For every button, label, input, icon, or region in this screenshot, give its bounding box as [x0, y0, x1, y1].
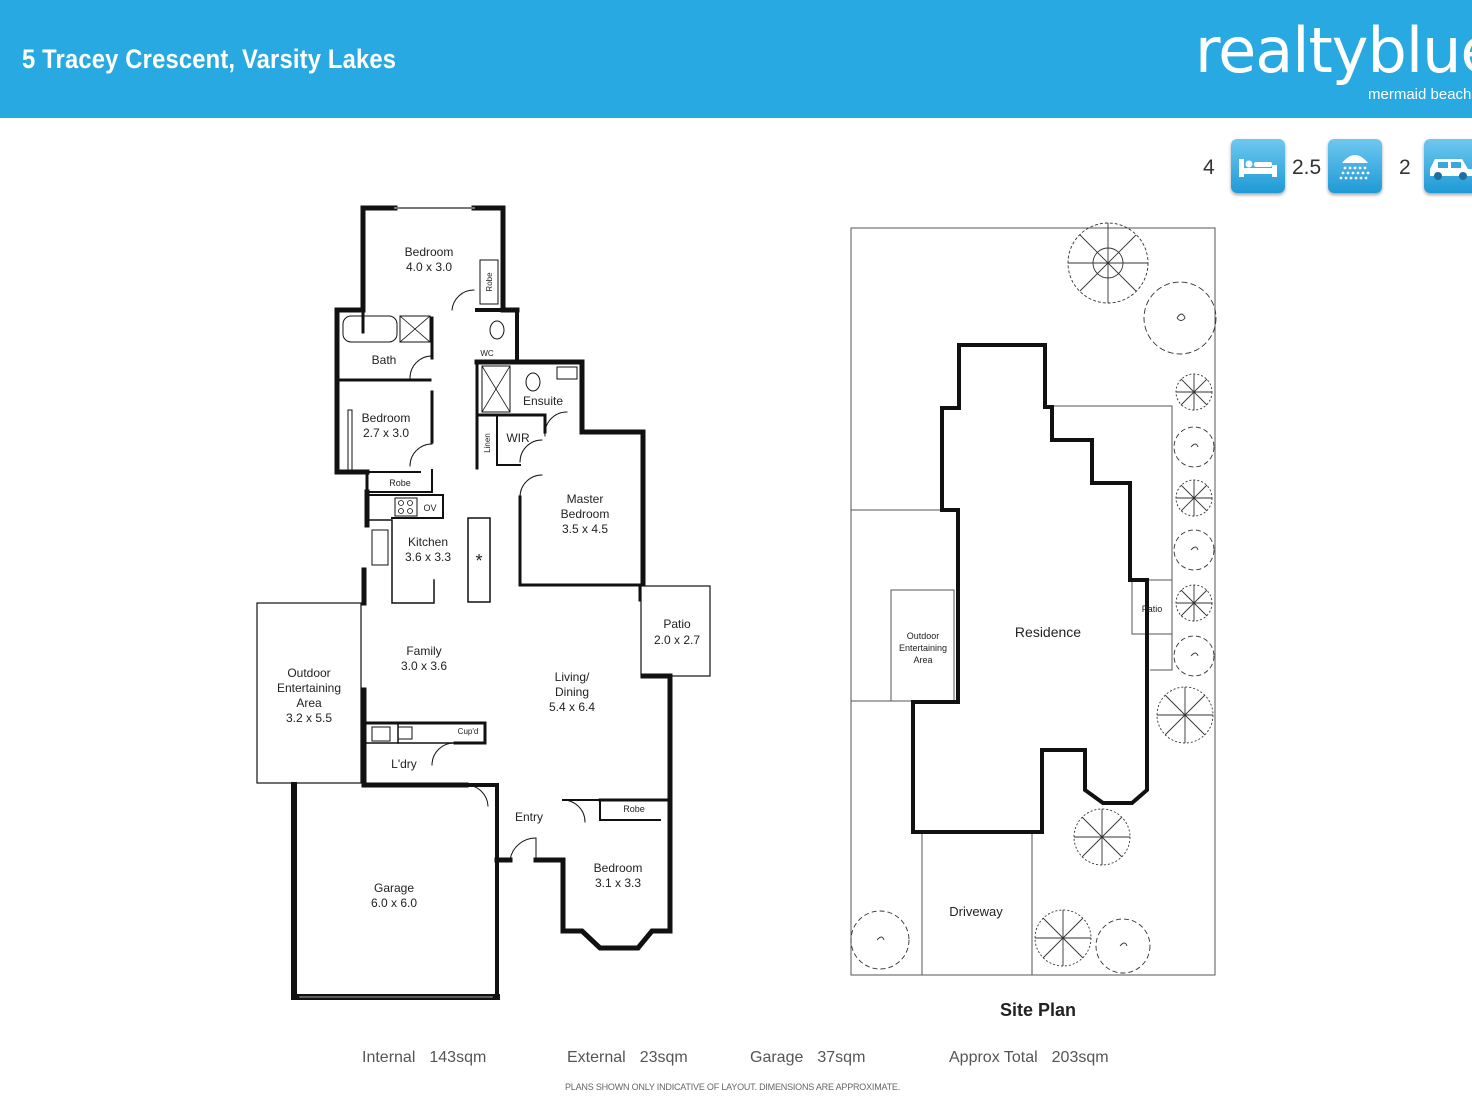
outdoor-label: Entertaining: [899, 643, 947, 653]
area-label: External: [567, 1049, 626, 1066]
room-label: WC: [480, 349, 494, 358]
area-value: 23sqm: [639, 1049, 688, 1066]
room-label: Garage: [374, 881, 414, 895]
area-label: Internal: [362, 1049, 416, 1066]
floor-plan: [256, 205, 711, 1000]
room-label: Bedroom: [594, 861, 643, 875]
room-dims: 6.0 x 6.0: [371, 896, 417, 910]
room-label: OV: [423, 503, 436, 513]
room-dims: 4.0 x 3.0: [406, 260, 452, 274]
room-label: Linen: [483, 433, 492, 453]
tree-icon: [1175, 584, 1213, 622]
room-dims: 5.4 x 6.4: [549, 700, 595, 714]
area-value: 203sqm: [1051, 1049, 1109, 1066]
room-label: Bedroom: [362, 411, 411, 425]
room-label: Ensuite: [523, 394, 563, 408]
tree-icon: [1034, 909, 1092, 967]
outdoor-label: Outdoor: [907, 631, 940, 641]
room-label: Master: [567, 492, 604, 506]
room-label: Living/: [555, 670, 590, 684]
room-label: Robe: [389, 478, 411, 488]
room-label: Bath: [372, 353, 397, 367]
bed-icon: [1231, 139, 1285, 193]
tree-icon: [1095, 918, 1151, 974]
patio-site: [1131, 579, 1173, 635]
room-dims: 3.2 x 5.5: [286, 711, 332, 725]
tree-icon: [1175, 479, 1213, 517]
tree-icon: [1073, 808, 1131, 866]
area-garage: Garage 37sqm: [750, 1049, 865, 1067]
room-dims: 3.0 x 3.6: [401, 659, 447, 673]
area-value: 37sqm: [817, 1049, 866, 1066]
residence-outline: [911, 343, 1149, 834]
area-internal: Internal 143sqm: [362, 1049, 486, 1067]
floor-plan-labels: Bedroom 4.0 x 3.0 Robe Bath WC Bedroom 2…: [277, 245, 700, 910]
room-label: Bedroom: [405, 245, 454, 259]
area-label: Garage: [750, 1049, 804, 1066]
car-icon: [1424, 139, 1472, 193]
tree-icon: [850, 910, 910, 970]
room-label: WIR: [506, 431, 530, 445]
site-plan-title: Site Plan: [1000, 1000, 1077, 1020]
room-label: Dining: [555, 685, 589, 699]
room-label: Entertaining: [277, 681, 341, 695]
outdoor-label: Area: [913, 655, 932, 665]
outdoor-area-outline: [256, 602, 362, 784]
room-dims: 3.5 x 4.5: [562, 522, 608, 536]
room-label: Family: [406, 644, 441, 658]
room-dims: 2.0 x 2.7: [654, 633, 700, 647]
brand-tagline: mermaid beach: [1368, 86, 1472, 103]
bedroom-count: 4: [1203, 156, 1215, 179]
room-label: Robe: [485, 272, 494, 292]
room-label: Kitchen: [408, 535, 448, 549]
property-address: 5 Tracey Crescent, Varsity Lakes: [22, 44, 397, 74]
room-label: Area: [296, 696, 322, 710]
room-label: Entry: [515, 810, 543, 824]
bathroom-count: 2.5: [1292, 156, 1322, 179]
area-label: Approx Total: [949, 1049, 1038, 1066]
car-count: 2: [1399, 156, 1411, 179]
room-dims: 2.7 x 3.0: [363, 426, 409, 440]
area-value: 143sqm: [429, 1049, 487, 1066]
area-external: External 23sqm: [567, 1049, 688, 1067]
header-banner: 5 Tracey Crescent, Varsity Lakes realtyb…: [0, 0, 1472, 118]
patio-outline: [640, 585, 711, 677]
driveway-label: Driveway: [949, 904, 1003, 919]
area-total: Approx Total 203sqm: [949, 1049, 1109, 1067]
tree-icon: [1173, 635, 1215, 677]
room-label: Bedroom: [561, 507, 610, 521]
room-label: Outdoor: [287, 666, 330, 680]
room-label: L'dry: [391, 757, 417, 771]
tree-icon: [1173, 529, 1215, 571]
cooktop-symbol: *: [475, 551, 482, 571]
tree-icon: [1067, 222, 1149, 304]
shower-icon: [1328, 139, 1382, 193]
room-dims: 3.1 x 3.3: [595, 876, 641, 890]
room-dims: 3.6 x 3.3: [405, 550, 451, 564]
room-label: Cup'd: [458, 727, 479, 736]
tree-icon: [1143, 281, 1217, 355]
tree-icon: [1173, 426, 1215, 468]
residence-label: Residence: [1015, 624, 1081, 640]
room-label: Robe: [623, 804, 645, 814]
brand-logo: realtyblue: [1195, 14, 1472, 87]
disclaimer-text: PLANS SHOWN ONLY INDICATIVE OF LAYOUT. D…: [565, 1082, 901, 1092]
site-plan-labels: Residence Patio Outdoor Entertaining Are…: [899, 604, 1162, 919]
tree-icon: [1156, 686, 1214, 744]
room-label: Patio: [663, 617, 691, 631]
patio-label: Patio: [1142, 604, 1163, 614]
tree-icon: [1175, 373, 1213, 411]
site-trees: [850, 222, 1217, 974]
site-plan: [850, 227, 1216, 976]
site-boundary: [850, 227, 1216, 976]
